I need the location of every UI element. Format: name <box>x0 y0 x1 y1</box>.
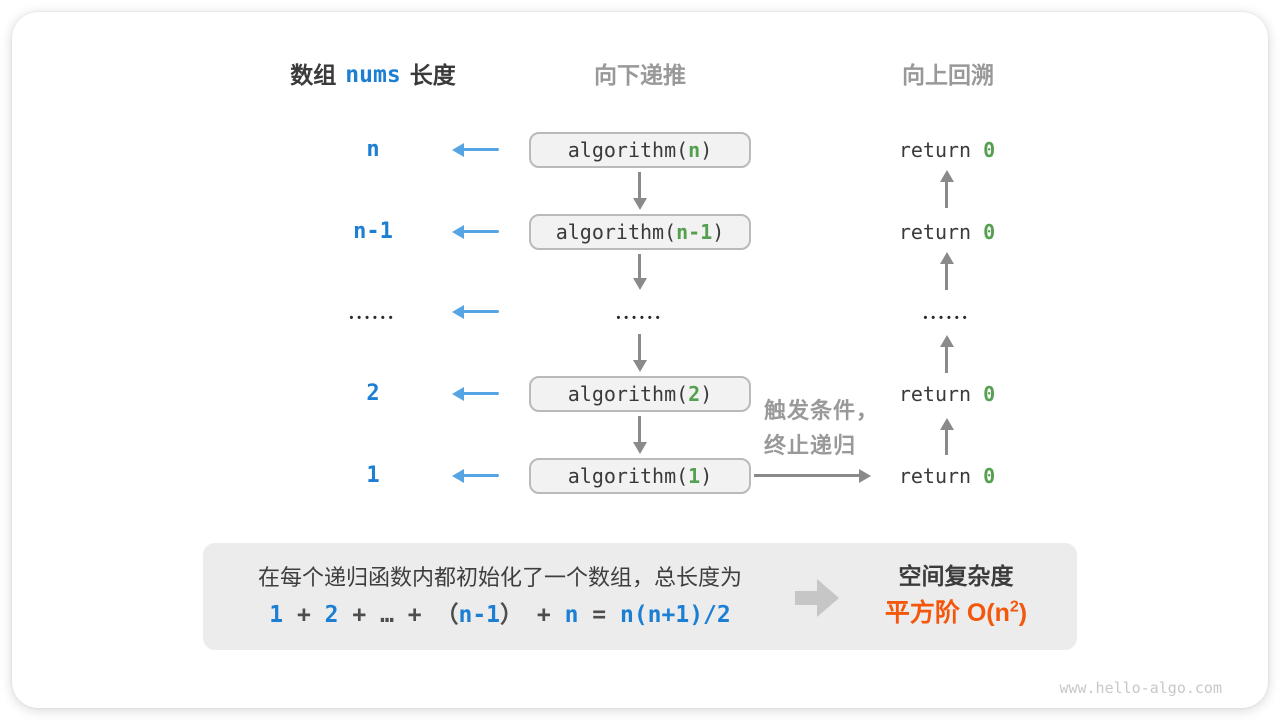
header-length-text: 长度 <box>409 62 456 88</box>
call-text: algorithm( <box>555 220 677 244</box>
complexity-close: ) <box>1018 599 1028 627</box>
call-close: ) <box>700 382 713 406</box>
formula-ellipsis: … <box>380 602 394 628</box>
left-arrow-icon <box>452 304 499 319</box>
array-length-label-n: n <box>366 137 380 162</box>
formula-paren: （ <box>435 602 459 628</box>
array-length-label-2: 2 <box>366 381 380 406</box>
return-keyword: return <box>898 382 972 406</box>
formula-operator: + <box>393 602 436 628</box>
base-case-note-line2: 终止递归 <box>764 433 857 458</box>
up-arrow-icon <box>939 418 954 455</box>
formula-paren: ） <box>500 602 524 628</box>
formula-term: n-1 <box>458 602 501 628</box>
right-arrow-icon <box>754 468 871 483</box>
call-arg: n <box>688 138 701 162</box>
call-close: ) <box>700 138 713 162</box>
ellipsis-left: •••••• <box>349 312 397 324</box>
formula-result: n(n+1)/2 <box>619 602 731 628</box>
summary-panel <box>203 543 1077 650</box>
implies-arrow-icon <box>795 579 841 617</box>
down-arrow-icon <box>632 172 647 210</box>
return-value: 0 <box>983 464 996 488</box>
return-value: 0 <box>983 382 996 406</box>
column-header-array-length: 数组 nums 长度 <box>258 60 488 90</box>
return-label-n-1: return 0 <box>880 217 1014 247</box>
array-length-label-n-1: n-1 <box>353 219 393 244</box>
summary-formula: 1 + 2 + … + （n-1） + n = n(n+1)/2 <box>220 599 780 631</box>
call-close: ) <box>700 464 713 488</box>
ellipsis-right: •••••• <box>923 312 971 324</box>
return-value: 0 <box>983 220 996 244</box>
down-arrow-icon <box>632 334 647 372</box>
down-arrow-icon <box>632 416 647 454</box>
formula-operator: = <box>578 602 620 628</box>
complexity-prefix: 平方阶 O(n <box>884 599 1010 627</box>
call-text: algorithm( <box>567 464 689 488</box>
return-value: 0 <box>983 138 996 162</box>
call-close: ) <box>712 220 725 244</box>
return-label-n: return 0 <box>880 135 1014 165</box>
array-length-label-1: 1 <box>366 463 380 488</box>
formula-term: 2 <box>324 602 339 628</box>
call-arg: 2 <box>688 382 701 406</box>
call-box-algorithm-1: algorithm(1) <box>529 458 751 494</box>
left-arrow-icon <box>452 468 499 483</box>
call-box-algorithm-2: algorithm(2) <box>529 376 751 412</box>
left-arrow-icon <box>452 386 499 401</box>
base-case-note-line1: 触发条件， <box>764 398 880 423</box>
call-box-algorithm-n-1: algorithm(n-1) <box>529 214 751 250</box>
left-arrow-icon <box>452 142 499 157</box>
return-keyword: return <box>898 464 972 488</box>
formula-operator: + <box>283 602 325 628</box>
return-label-1: return 0 <box>880 461 1014 491</box>
column-header-backtrack-up: 向上回溯 <box>902 62 994 88</box>
header-nums-code: nums <box>345 62 401 88</box>
call-box-algorithm-n: algorithm(n) <box>529 132 751 168</box>
return-keyword: return <box>898 220 972 244</box>
call-arg: 1 <box>688 464 701 488</box>
watermark-url: www.hello-algo.com <box>1059 679 1222 697</box>
formula-operator: + <box>523 602 565 628</box>
summary-description: 在每个递归函数内都初始化了一个数组，总长度为 <box>257 565 742 590</box>
space-complexity-value: 平方阶 O(n2) <box>848 597 1064 629</box>
header-array-text: 数组 <box>290 62 337 88</box>
call-arg: n-1 <box>676 220 713 244</box>
call-text: algorithm( <box>567 382 689 406</box>
up-arrow-icon <box>939 170 954 208</box>
formula-operator: + <box>338 602 381 628</box>
up-arrow-icon <box>939 252 954 290</box>
formula-term: 1 <box>269 602 284 628</box>
left-arrow-icon <box>452 224 499 239</box>
return-keyword: return <box>898 138 972 162</box>
up-arrow-icon <box>939 335 954 373</box>
column-header-recurse-down: 向下递推 <box>594 62 686 88</box>
formula-term: n <box>564 602 579 628</box>
down-arrow-icon <box>632 254 647 290</box>
call-text: algorithm( <box>567 138 689 162</box>
complexity-exponent: 2 <box>1009 598 1019 616</box>
ellipsis-center: •••••• <box>616 312 664 324</box>
space-complexity-title: 空间复杂度 <box>898 563 1014 589</box>
return-label-2: return 0 <box>880 379 1014 409</box>
